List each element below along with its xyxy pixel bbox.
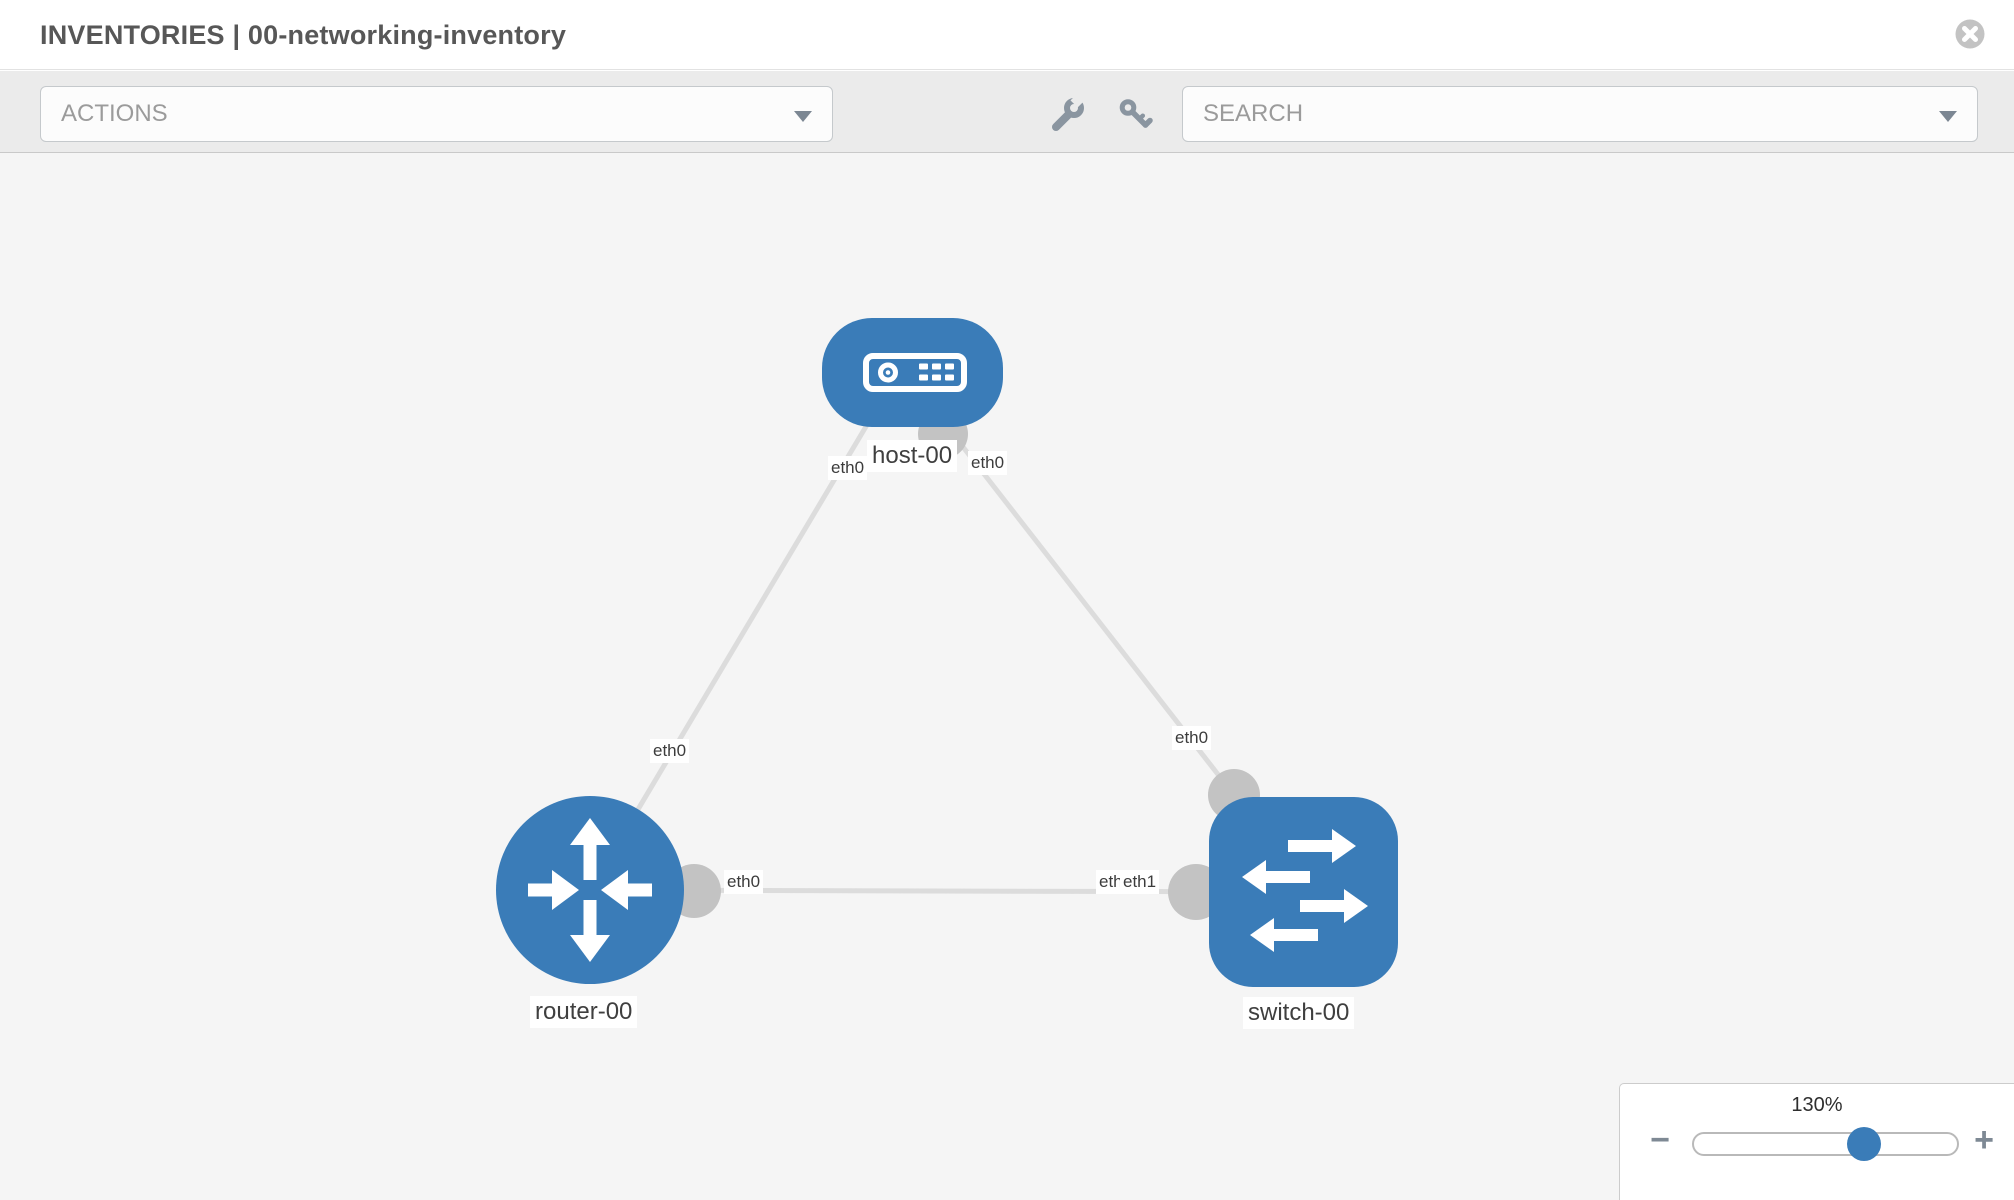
node-label-host-00: host-00 [867, 440, 958, 472]
host-icon [863, 353, 967, 392]
chevron-down-icon [1939, 111, 1957, 122]
search-dropdown[interactable]: SEARCH [1182, 86, 1978, 142]
search-dropdown-label: SEARCH [1203, 100, 1304, 127]
node-switch-00[interactable] [1209, 797, 1398, 987]
interface-label-host-router-host-end: eth0 [828, 456, 868, 480]
zoom-out-button[interactable]: − [1640, 1120, 1680, 1160]
zoom-value: 130% [1791, 1094, 1843, 1116]
interface-label-host-switch-host-end: eth0 [968, 451, 1008, 475]
close-icon [1955, 19, 1985, 49]
actions-dropdown-label: ACTIONS [61, 100, 168, 127]
node-host-00[interactable] [822, 318, 1003, 427]
zoom-in-button[interactable]: + [1964, 1120, 2004, 1160]
wrench-button[interactable] [1049, 90, 1088, 133]
toolbar: ACTIONS SEARCH [0, 71, 2014, 153]
title-bar: INVENTORIES | 00-networking-inventory [0, 0, 2014, 70]
close-button[interactable] [1954, 18, 1986, 50]
interface-label-router-switch-switch-end-front: eth1 [1120, 870, 1160, 894]
interface-label-host-router-router-end: eth0 [650, 739, 690, 763]
router-icon [528, 818, 652, 962]
interface-label-router-switch-router-end: eth0 [724, 870, 764, 894]
chevron-down-icon [794, 111, 812, 122]
zoom-panel: 130% − + [1619, 1083, 2014, 1200]
zoom-slider-thumb[interactable] [1847, 1127, 1881, 1161]
node-label-router-00: router-00 [530, 996, 638, 1028]
node-router-00[interactable] [496, 796, 684, 984]
key-button[interactable] [1117, 97, 1153, 133]
topology-canvas[interactable]: host-00 router-00 switch-00 eth0 eth0 et… [0, 153, 2014, 1200]
interface-label-host-switch-switch-end: eth0 [1172, 726, 1212, 750]
actions-dropdown[interactable]: ACTIONS [40, 86, 833, 142]
switch-icon [1242, 829, 1368, 952]
wrench-icon [1052, 90, 1088, 131]
topology-svg [496, 318, 1398, 987]
node-label-switch-00: switch-00 [1243, 997, 1355, 1029]
page-title: INVENTORIES | 00-networking-inventory [40, 20, 567, 50]
key-icon [1119, 99, 1153, 128]
zoom-slider[interactable] [1692, 1127, 1959, 1161]
link-host-router[interactable] [587, 401, 883, 892]
